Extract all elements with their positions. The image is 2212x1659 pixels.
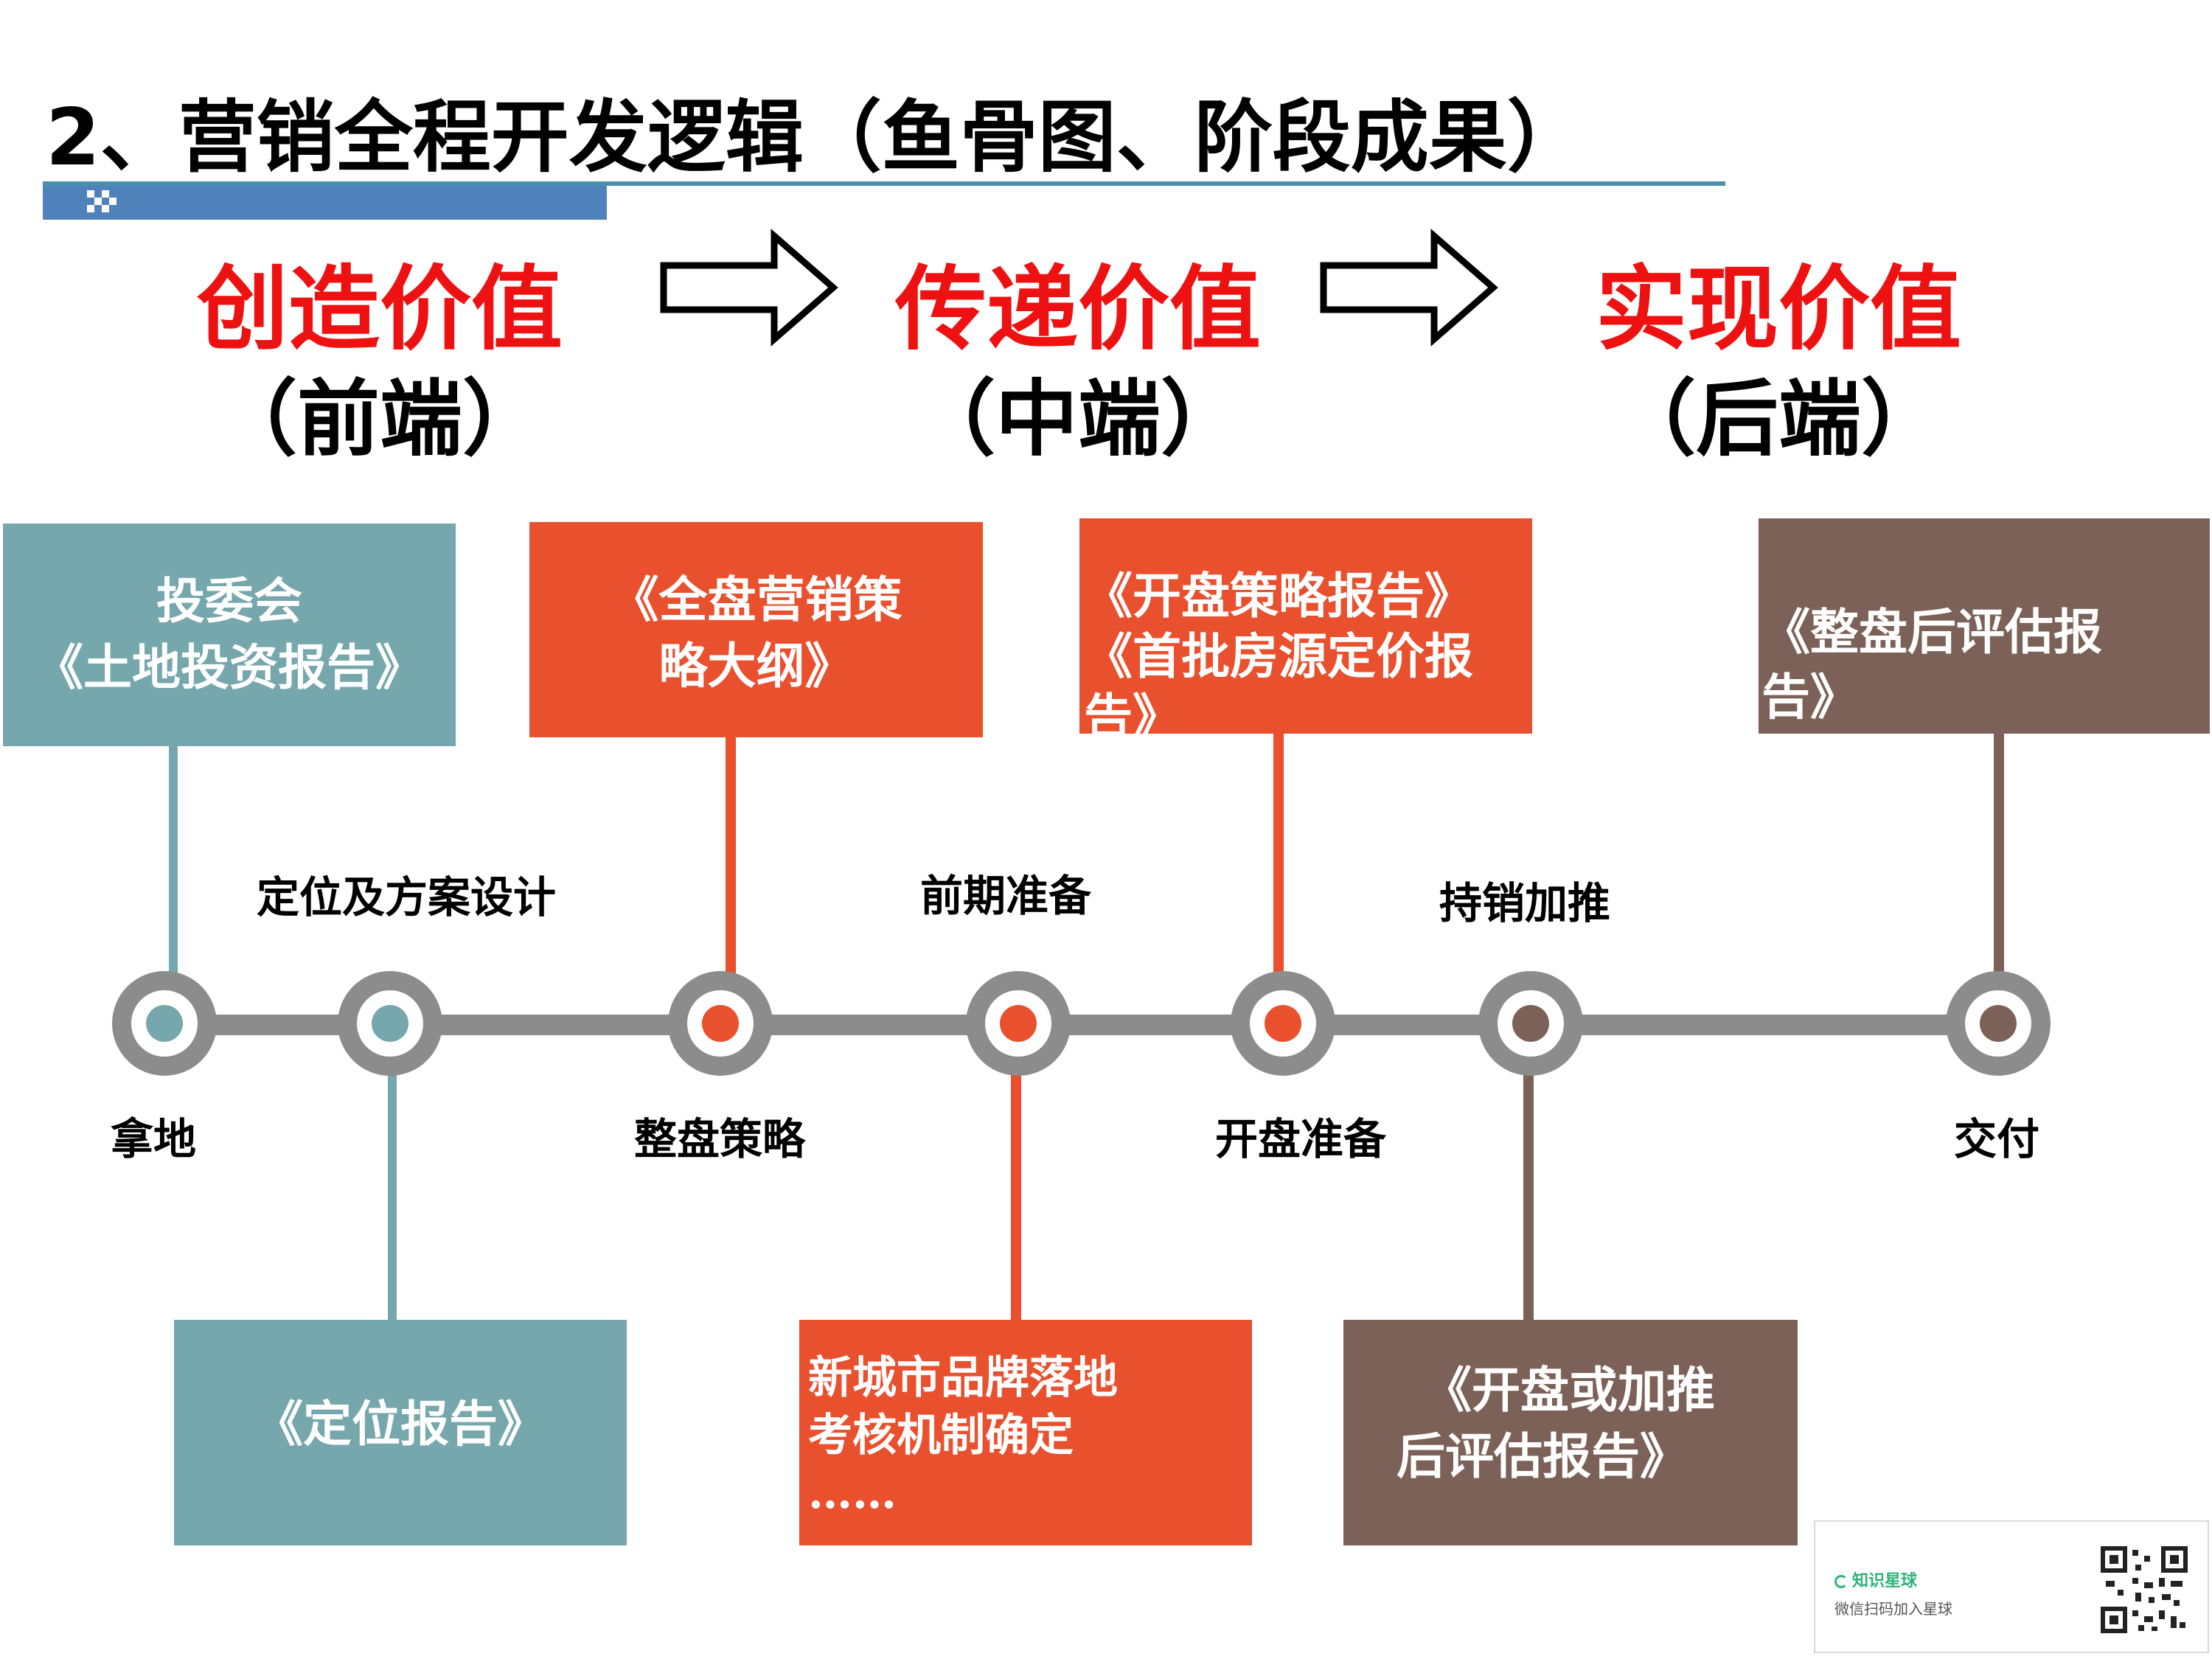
node-label-opening-prep: 开盘准备 [1215, 1114, 1387, 1164]
connector-opening [1273, 734, 1284, 1025]
stage-sub-front: （前端） [215, 371, 545, 467]
right-arrow-icon-2 [1320, 229, 1498, 347]
node-delivery [1946, 971, 2051, 1076]
box-line: 投委会 [156, 572, 302, 630]
node-prep [966, 971, 1071, 1076]
node-positioning [338, 971, 442, 1076]
box-line: 告》 [1084, 688, 1181, 734]
stage-sub-back: （后端） [1613, 371, 1944, 467]
checker-icon [87, 190, 116, 212]
watermark-brand: 知识星球 [1834, 1568, 1917, 1591]
title-accent-bar [43, 186, 607, 220]
page-title: 2、营销全程开发逻辑（鱼骨图、阶段成果） [46, 92, 1585, 183]
timeline-spine [162, 1015, 1998, 1035]
qr-code-icon[interactable] [2100, 1545, 2188, 1634]
connector-delivery [1994, 734, 2004, 1025]
stage-title-front: 创造价值 [196, 256, 563, 363]
box-line: 略大纲》 [658, 637, 854, 695]
watermark: 知识星球 微信扫码加入星球 [1814, 1520, 2209, 1653]
box-marketing-outline: 《全盘营销策 略大纲》 [529, 522, 983, 737]
box-post-evaluation: 《整盘后评估报 告》 [1759, 518, 2210, 734]
node-label-strategy: 整盘策略 [634, 1114, 806, 1164]
stage-sub-middle: （中端） [913, 371, 1243, 467]
box-opening-strategy: 《开盘策略报告》 《首批房源定价报 告》 [1079, 518, 1532, 734]
node-opening [1231, 971, 1335, 1076]
box-line: 《开盘策略报告》 [1084, 567, 1473, 625]
right-arrow-icon [660, 229, 838, 347]
box-line: 《首批房源定价报 [1084, 627, 1473, 685]
connector-positioning [388, 1025, 397, 1320]
box-line: 《定位报告》 [254, 1395, 546, 1453]
box-line: 《全盘营销策 [610, 571, 902, 628]
node-land [112, 971, 217, 1076]
box-line: 《整盘后评估报 [1761, 603, 2102, 661]
box-positioning-report: 《定位报告》 [174, 1320, 627, 1545]
box-line: 考核机制确定 [808, 1410, 1074, 1461]
connector-land [169, 745, 178, 1025]
box-line: …… [808, 1467, 897, 1519]
connector-sales [1523, 1025, 1534, 1320]
milestone-pre-preparation: 前期准备 [920, 871, 1092, 921]
stage-title-middle: 传递价值 [894, 256, 1261, 363]
box-line: 《开盘或加推 [1423, 1361, 1715, 1419]
box-line: 后评估报告》 [1397, 1427, 1688, 1485]
box-line: 《土地投资报告》 [35, 639, 424, 696]
box-line: 新城市品牌落地 [808, 1352, 1118, 1404]
planet-icon [1834, 1575, 1848, 1588]
connector-strategy [726, 736, 736, 1025]
node-strategy [668, 971, 773, 1076]
box-opening-evaluation: 《开盘或加推 后评估报告》 [1343, 1320, 1798, 1545]
node-label-delivery: 交付 [1954, 1114, 2040, 1164]
box-line: 告》 [1761, 668, 1859, 726]
milestone-positioning-design: 定位及方案设计 [257, 872, 557, 922]
node-sales [1478, 971, 1583, 1076]
milestone-sustained-sales: 持销加推 [1439, 878, 1611, 928]
box-brand-landing: 新城市品牌落地 考核机制确定 …… [799, 1320, 1252, 1545]
box-land-investment: 投委会 《土地投资报告》 [3, 524, 456, 746]
title-underline [43, 181, 1725, 186]
stage-title-back: 实现价值 [1595, 256, 1961, 363]
node-label-land: 拿地 [111, 1114, 197, 1164]
connector-prep [1011, 1025, 1021, 1320]
watermark-caption: 微信扫码加入星球 [1834, 1600, 1952, 1618]
